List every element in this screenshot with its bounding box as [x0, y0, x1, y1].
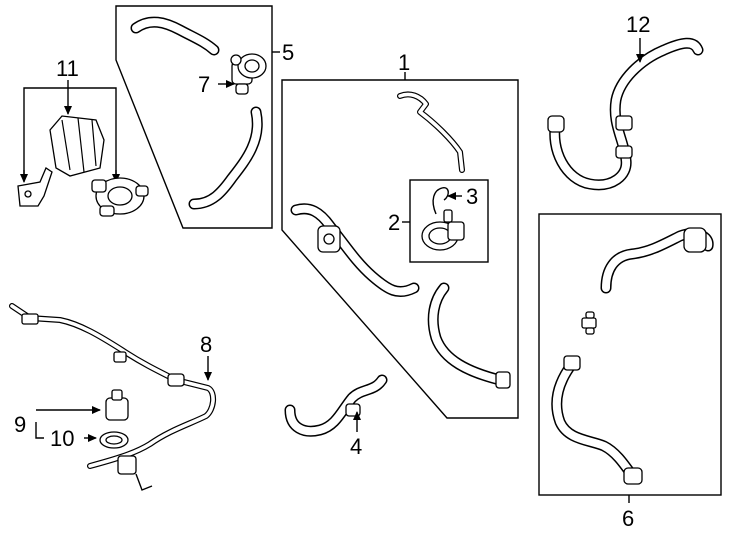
hose-part-4	[284, 374, 388, 437]
group-5-border	[115, 5, 273, 229]
callout-11-bracket	[23, 87, 117, 178]
hose-part-6-lower	[551, 355, 643, 485]
group-1-border	[281, 79, 519, 419]
hose-part-1-lower	[427, 282, 511, 389]
callout-12: 12	[626, 12, 650, 37]
pump-cover-part-11	[49, 115, 105, 177]
water-pump-part-11	[91, 177, 149, 217]
callout-4: 4	[350, 434, 362, 459]
callout-11: 11	[56, 56, 79, 81]
callout-8: 8	[200, 332, 212, 357]
hose-part-5-upper	[130, 16, 220, 56]
callout-6: 6	[622, 506, 634, 531]
group-5-panel	[115, 5, 280, 229]
hose-part-6-upper	[600, 227, 714, 294]
sensor-part-9	[105, 389, 129, 421]
callout-5: 5	[282, 40, 294, 65]
tube-assembly-part-8	[9, 303, 216, 491]
thermostat-housing-part-2	[421, 209, 465, 251]
group-6-panel	[538, 213, 722, 503]
hose-part-5-lower	[188, 106, 263, 210]
hose-part-1-upper	[397, 91, 465, 173]
connector-part-7	[230, 53, 267, 95]
bracket-part-11	[17, 167, 53, 207]
group-2-box	[409, 179, 489, 263]
callout-9-10-bracket	[35, 422, 44, 439]
group-1-panel	[281, 72, 519, 419]
connector-part-6	[581, 311, 597, 335]
group-6-border	[538, 213, 722, 496]
callout-1: 1	[398, 50, 410, 75]
hose-part-12	[547, 37, 704, 191]
o-ring-part-10	[99, 431, 129, 449]
callout-2: 2	[388, 210, 400, 235]
callout-7: 7	[198, 72, 210, 97]
group-11	[17, 80, 149, 217]
callout-3: 3	[466, 184, 478, 209]
callout-9: 9	[14, 412, 26, 437]
callout-10: 10	[50, 426, 74, 451]
hose-part-1-main	[290, 203, 420, 297]
